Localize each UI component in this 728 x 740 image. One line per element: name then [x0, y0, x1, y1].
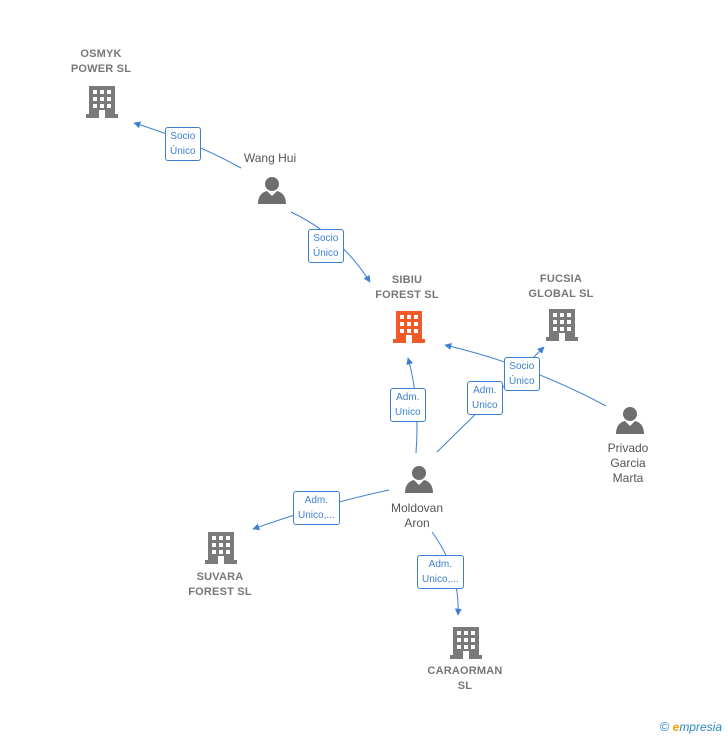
label-line: Wang Hui — [243, 151, 297, 165]
label-line: CARAORMAN — [427, 665, 503, 677]
edge-label-line: Unico,... — [298, 510, 335, 521]
label-line: SL — [457, 680, 473, 692]
label-line: Privado — [607, 441, 649, 455]
copyright-symbol: © — [659, 719, 670, 734]
node-label-suvara[interactable]: SUVARA FOREST SL — [188, 570, 252, 600]
edge-label-wang-sibiu[interactable]: Socio Único — [308, 229, 344, 263]
edge-label-line: Unico,... — [422, 574, 459, 585]
edge-label-wang-osmyk[interactable]: Socio Único — [165, 127, 201, 161]
label-line: SIBIU — [391, 274, 423, 286]
person-icon[interactable] — [616, 407, 644, 434]
node-label-fucsia[interactable]: FUCSIA GLOBAL SL — [528, 272, 593, 302]
label-line: POWER SL — [70, 63, 132, 75]
label-line: Marta — [612, 471, 644, 485]
edge-label-moldovan-suvara[interactable]: Adm. Unico,... — [293, 491, 340, 525]
building-icon[interactable] — [86, 86, 118, 118]
edge-label-moldovan-fucsia[interactable]: Adm. Unico — [467, 381, 503, 415]
label-line: SUVARA — [196, 571, 244, 583]
label-line: Garcia — [610, 456, 646, 470]
edge-label-line: Único — [509, 376, 535, 387]
edge-label-line: Adm. — [304, 495, 329, 506]
label-line: FOREST SL — [375, 289, 439, 301]
edge-label-line: Unico — [472, 400, 498, 411]
person-icon[interactable] — [405, 466, 433, 493]
label-line: GLOBAL SL — [528, 288, 594, 300]
label-line: OSMYK — [80, 48, 122, 60]
node-label-privado[interactable]: Privado Garcia Marta — [608, 441, 649, 486]
person-icon[interactable] — [258, 177, 286, 204]
edge-label-line: Adm. — [473, 385, 497, 396]
label-line: Aron — [404, 516, 430, 530]
edge-label-line: Adm. — [396, 392, 420, 403]
label-line: FOREST SL — [188, 586, 252, 598]
building-icon[interactable] — [205, 532, 237, 564]
edge-label-moldovan-sibiu[interactable]: Adm. Unico — [390, 388, 426, 422]
label-line: Moldovan — [390, 501, 444, 515]
brand-name: mpresia — [679, 720, 722, 734]
node-label-osmyk[interactable]: OSMYK POWER SL — [71, 47, 131, 77]
footer-brand[interactable]: © empresia — [660, 719, 722, 734]
edge-label-moldovan-caraorman[interactable]: Adm. Unico,... — [417, 555, 464, 589]
node-label-wang[interactable]: Wang Hui — [244, 151, 296, 166]
node-label-moldovan[interactable]: Moldovan Aron — [391, 501, 443, 531]
edge-label-line: Único — [313, 248, 339, 259]
label-line: FUCSIA — [539, 273, 583, 285]
building-icon[interactable] — [546, 309, 578, 341]
node-label-caraorman[interactable]: CARAORMAN SL — [427, 664, 502, 694]
building-icon[interactable] — [450, 627, 482, 659]
brand-logo-initial: e — [672, 720, 680, 734]
building-icon-main[interactable] — [393, 311, 425, 343]
edge-label-line: Adm. — [428, 559, 453, 570]
edge-label-line: Socio — [170, 131, 196, 142]
edge-label-line: Unico — [395, 407, 421, 418]
edge-label-line: Socio — [313, 233, 339, 244]
node-label-sibiu[interactable]: SIBIU FOREST SL — [375, 273, 439, 303]
edge-label-privado-sibiu[interactable]: Socio Único — [504, 357, 540, 391]
edge-label-line: Socio — [509, 361, 535, 372]
edge-label-line: Único — [170, 146, 196, 157]
